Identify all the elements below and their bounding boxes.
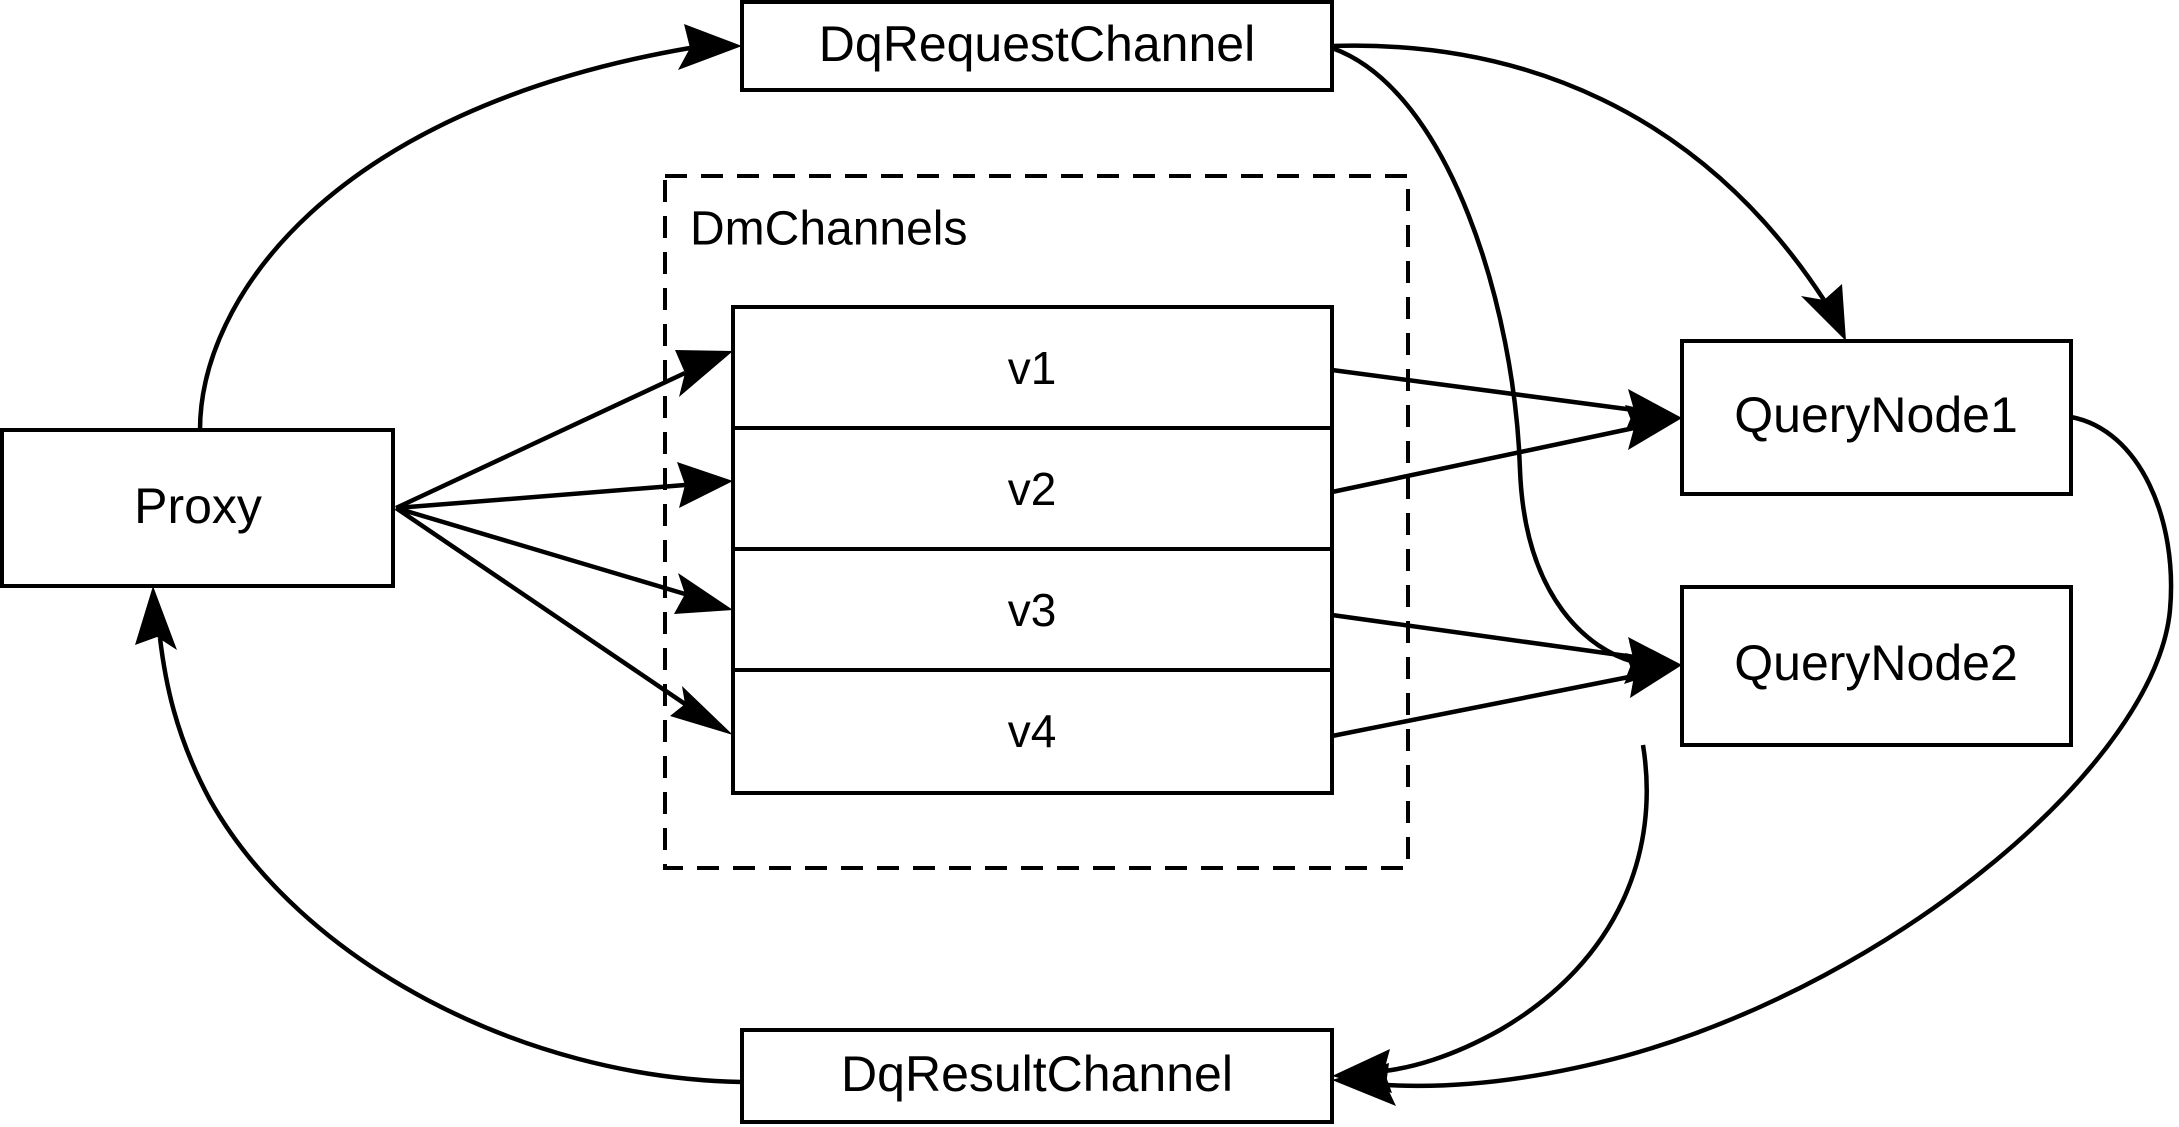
channel-row-v3[interactable]: v3	[733, 549, 1332, 670]
edge-dqresultchannel-to-proxy	[135, 586, 743, 1085]
query-node-2-box[interactable]	[1680, 585, 2073, 747]
channel-row-v4[interactable]: v4	[733, 670, 1332, 793]
edge-path	[1331, 45, 1635, 665]
edge-path	[1385, 414, 2174, 1089]
dq-result-channel-label: DqResultChannel	[841, 1046, 1233, 1102]
edge-path	[395, 370, 686, 511]
edge-querynode2-to-dqresultchannel	[1332, 744, 1649, 1093]
arrow-head	[1801, 284, 1846, 341]
channel-label-v4: v4	[1008, 705, 1057, 757]
edge-proxy-to-v2	[395, 462, 733, 511]
edge-path	[394, 506, 687, 706]
arrow-head	[1332, 1049, 1392, 1093]
edge-querynode1-to-dqresultchannel	[1332, 414, 2174, 1106]
edge-path	[1331, 673, 1635, 739]
edge-v3-to-querynode2	[1331, 612, 1682, 680]
edge-v2-to-querynode1	[1331, 405, 1682, 495]
arrow-head	[675, 350, 733, 397]
proxy-label: Proxy	[134, 478, 262, 534]
node-dq-request-channel[interactable]: DqRequestChannel	[740, 0, 1334, 92]
channel-row-v2[interactable]: v2	[733, 428, 1332, 549]
node-query-node-1[interactable]: QueryNode1	[1680, 339, 2073, 496]
dq-result-channel-box[interactable]	[740, 1028, 1334, 1124]
dm-channels-group: DmChannels	[663, 174, 1410, 870]
node-query-node-2[interactable]: QueryNode2	[1680, 585, 2073, 747]
edge-proxy-to-v1	[395, 350, 733, 511]
channel-label-v3: v3	[1008, 584, 1057, 636]
query-node-1-box[interactable]	[1680, 339, 2073, 496]
proxy-box[interactable]	[0, 428, 395, 588]
channel-row-v1[interactable]: v1	[733, 307, 1332, 428]
dq-request-channel-label: DqRequestChannel	[819, 16, 1255, 72]
edge-dqrequestchannel-to-querynode1	[1331, 43, 1846, 341]
edge-path	[1331, 367, 1635, 413]
arrow-head	[677, 462, 733, 508]
edge-path	[1331, 425, 1635, 495]
channel-label-v2: v2	[1008, 463, 1057, 515]
dq-request-channel-box[interactable]	[740, 0, 1334, 92]
edge-proxy-to-dqrequestchannel	[197, 24, 742, 431]
dm-channels-group-border	[663, 174, 1410, 870]
edge-path	[1331, 612, 1635, 660]
edge-path	[1331, 43, 1826, 302]
arrow-head	[674, 573, 733, 614]
channel-stack: v1 v2 v3 v4	[731, 305, 1334, 795]
arrow-head	[670, 686, 733, 735]
dm-channels-group-label: DmChannels	[690, 203, 967, 256]
edge-path	[395, 482, 686, 511]
edge-v4-to-querynode2	[1331, 653, 1682, 739]
node-dq-result-channel[interactable]: DqResultChannel	[740, 1028, 1334, 1124]
edge-v1-to-querynode1	[1331, 367, 1682, 432]
node-proxy[interactable]: Proxy	[0, 428, 395, 588]
arrow-head	[135, 586, 177, 650]
arrow-head	[1625, 405, 1682, 450]
edge-path	[197, 45, 691, 431]
edge-path	[395, 505, 686, 597]
edge-dqrequestchannel-to-querynode2	[1331, 45, 1682, 684]
channel-label-v1: v1	[1008, 342, 1057, 394]
edge-proxy-to-v4	[394, 506, 733, 735]
edge-proxy-to-v3	[395, 505, 733, 614]
edge-path	[157, 637, 743, 1085]
arrow-head	[1625, 653, 1682, 698]
query-node-2-label: QueryNode2	[1734, 635, 2018, 691]
query-node-1-label: QueryNode1	[1734, 387, 2018, 443]
arrow-head	[678, 24, 742, 70]
edge-path	[1383, 744, 1649, 1074]
